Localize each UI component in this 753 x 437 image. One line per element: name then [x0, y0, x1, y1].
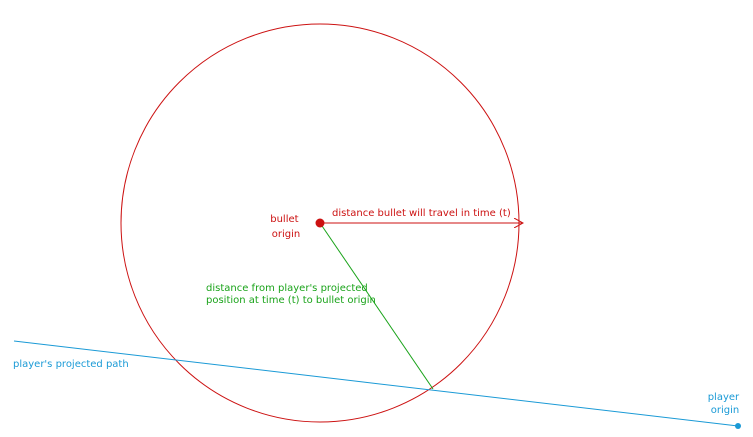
bullet-origin-dot — [315, 218, 325, 228]
player-origin-dot — [735, 423, 741, 429]
distance-label: distance from player's projected positio… — [206, 283, 376, 306]
distance-to-bullet-line — [319, 222, 434, 390]
player-origin-label: player origin — [708, 392, 743, 416]
player-projected-path-line — [13, 340, 739, 427]
player-path-label: player's projected path — [13, 359, 129, 370]
bullet-travel-label: distance bullet will travel in time (t) — [332, 208, 511, 219]
bullet-origin-label: bullet origin — [270, 214, 302, 240]
